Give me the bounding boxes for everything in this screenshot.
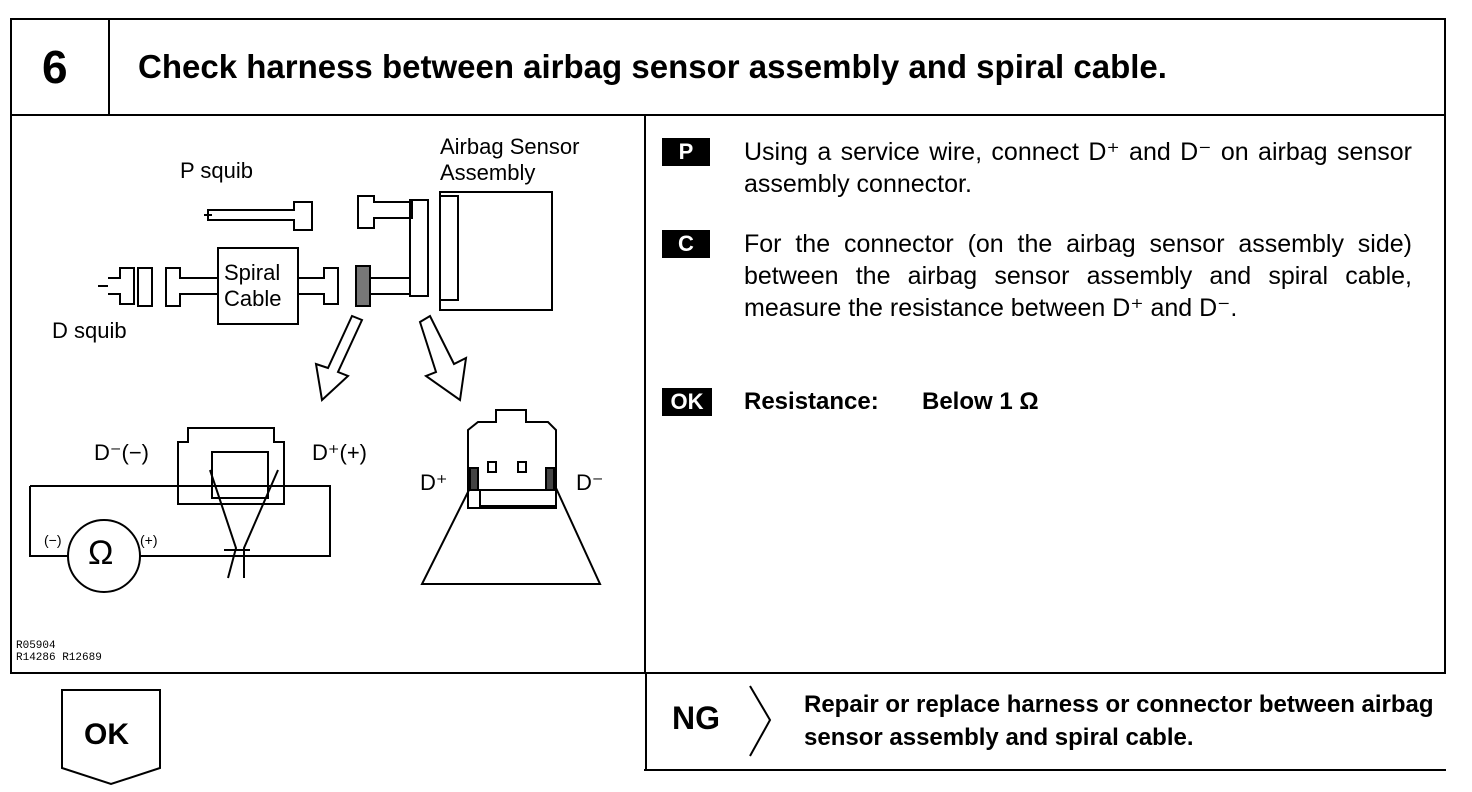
p-instruction: Using a service wire, connect D⁺ and D⁻ … <box>744 138 1412 198</box>
ng-outcome-label: NG <box>672 700 720 736</box>
reference-code-1: R05904 <box>16 640 56 652</box>
ok-outcome-arrow <box>61 689 161 786</box>
ok-tag: OK <box>662 388 712 416</box>
arrow-left <box>314 314 364 402</box>
step-divider <box>108 18 110 116</box>
spiral-cable-box <box>217 247 299 325</box>
step-body <box>10 114 1446 674</box>
body-divider <box>644 114 646 674</box>
d-minus-label: D⁻ <box>576 470 604 495</box>
d-plus-paren-label: D⁺(+) <box>312 440 367 465</box>
resistance-value: Below 1 Ω <box>922 388 1039 415</box>
ohmmeter <box>67 519 141 593</box>
step-title: Check harness between airbag sensor asse… <box>138 48 1167 85</box>
sensor-connector-face <box>439 195 459 301</box>
d-squib-label: D squib <box>52 318 127 343</box>
d-plus-label: D⁺ <box>420 470 448 495</box>
step-number: 6 <box>42 41 68 93</box>
p-tag: P <box>662 138 710 166</box>
connector-diagram <box>29 191 602 593</box>
d-minus-paren-label: D⁻(−) <box>94 440 149 465</box>
c-tag: C <box>662 230 710 258</box>
p-squib-wire <box>207 201 313 231</box>
hatched-connector <box>355 265 371 307</box>
ng-outcome-text: Repair or replace harness or connector b… <box>804 691 1434 751</box>
meter-loop <box>30 485 331 557</box>
sensor-label-line1: Airbag Sensor <box>440 134 580 159</box>
p-squib-label: P squib <box>180 158 253 183</box>
sensor-label-line2: Assembly <box>440 160 536 185</box>
arrow-right <box>418 314 468 402</box>
connector-front-right <box>467 409 557 509</box>
upper-connector <box>357 195 413 229</box>
spiral-label-line1: Spiral <box>224 260 281 285</box>
probe-loop <box>420 487 602 585</box>
reference-code-2: R14286 R12689 <box>16 652 102 664</box>
connector-front-left <box>177 427 285 505</box>
d-squib-wire <box>108 267 135 305</box>
minus-terminal: (−) <box>44 532 62 548</box>
ng-outcome-box <box>644 672 1446 771</box>
sensor-assembly-body <box>439 191 553 311</box>
c-instruction: For the connector (on the airbag sensor … <box>744 230 1412 322</box>
resistance-label: Resistance: <box>744 388 879 415</box>
sensor-connector <box>409 199 429 297</box>
ok-outcome-label: OK <box>84 718 129 751</box>
d-squib-connector <box>137 267 153 307</box>
spiral-label-line2: Cable <box>224 286 282 311</box>
ohm-symbol: Ω <box>88 534 114 572</box>
plus-terminal: (+) <box>140 532 158 548</box>
